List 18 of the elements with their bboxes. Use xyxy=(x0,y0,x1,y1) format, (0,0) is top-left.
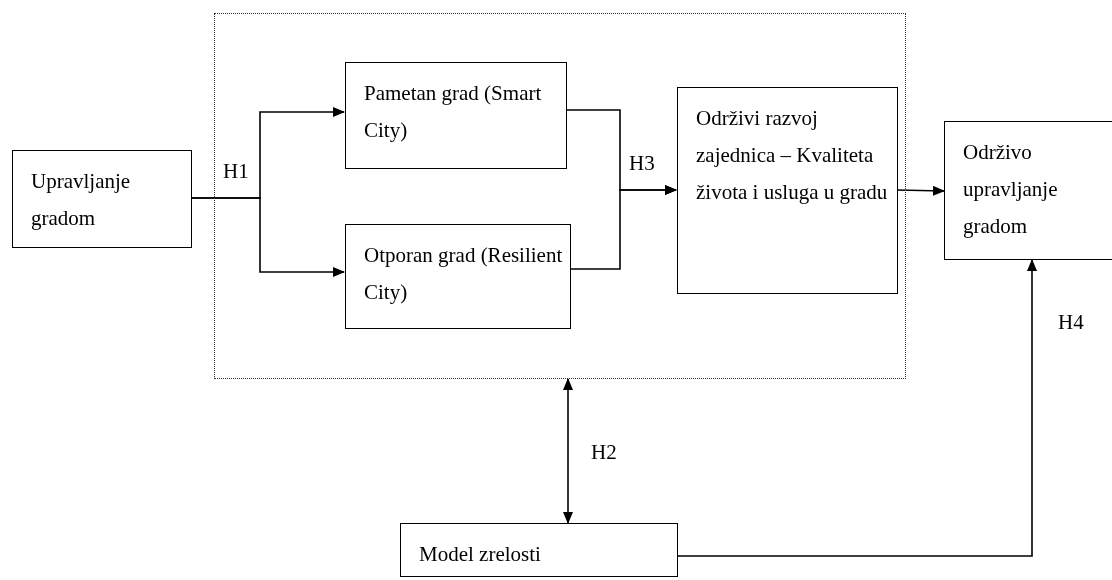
box-label: Pametan grad (Smart City) xyxy=(364,80,543,144)
box-label: Model zrelosti xyxy=(419,541,542,568)
process-box xyxy=(345,62,567,169)
arrow xyxy=(896,185,945,196)
arrow xyxy=(563,378,573,524)
group-frame xyxy=(214,13,906,379)
process-box xyxy=(400,523,678,577)
process-box xyxy=(677,87,898,294)
box-label: Upravljanje gradom xyxy=(31,168,132,232)
box-label: Održivo upravljanje gradom xyxy=(963,139,1059,240)
process-box xyxy=(345,224,571,329)
arrow xyxy=(191,197,345,277)
box-label: Održivi razvoj zajednica – Kvaliteta života i usluga u gradu xyxy=(696,105,889,206)
arrow xyxy=(569,185,677,270)
arrow xyxy=(677,259,1037,557)
process-box xyxy=(12,150,192,248)
box-label: Otporan grad (Resilient City) xyxy=(364,242,564,306)
process-box xyxy=(944,121,1112,260)
